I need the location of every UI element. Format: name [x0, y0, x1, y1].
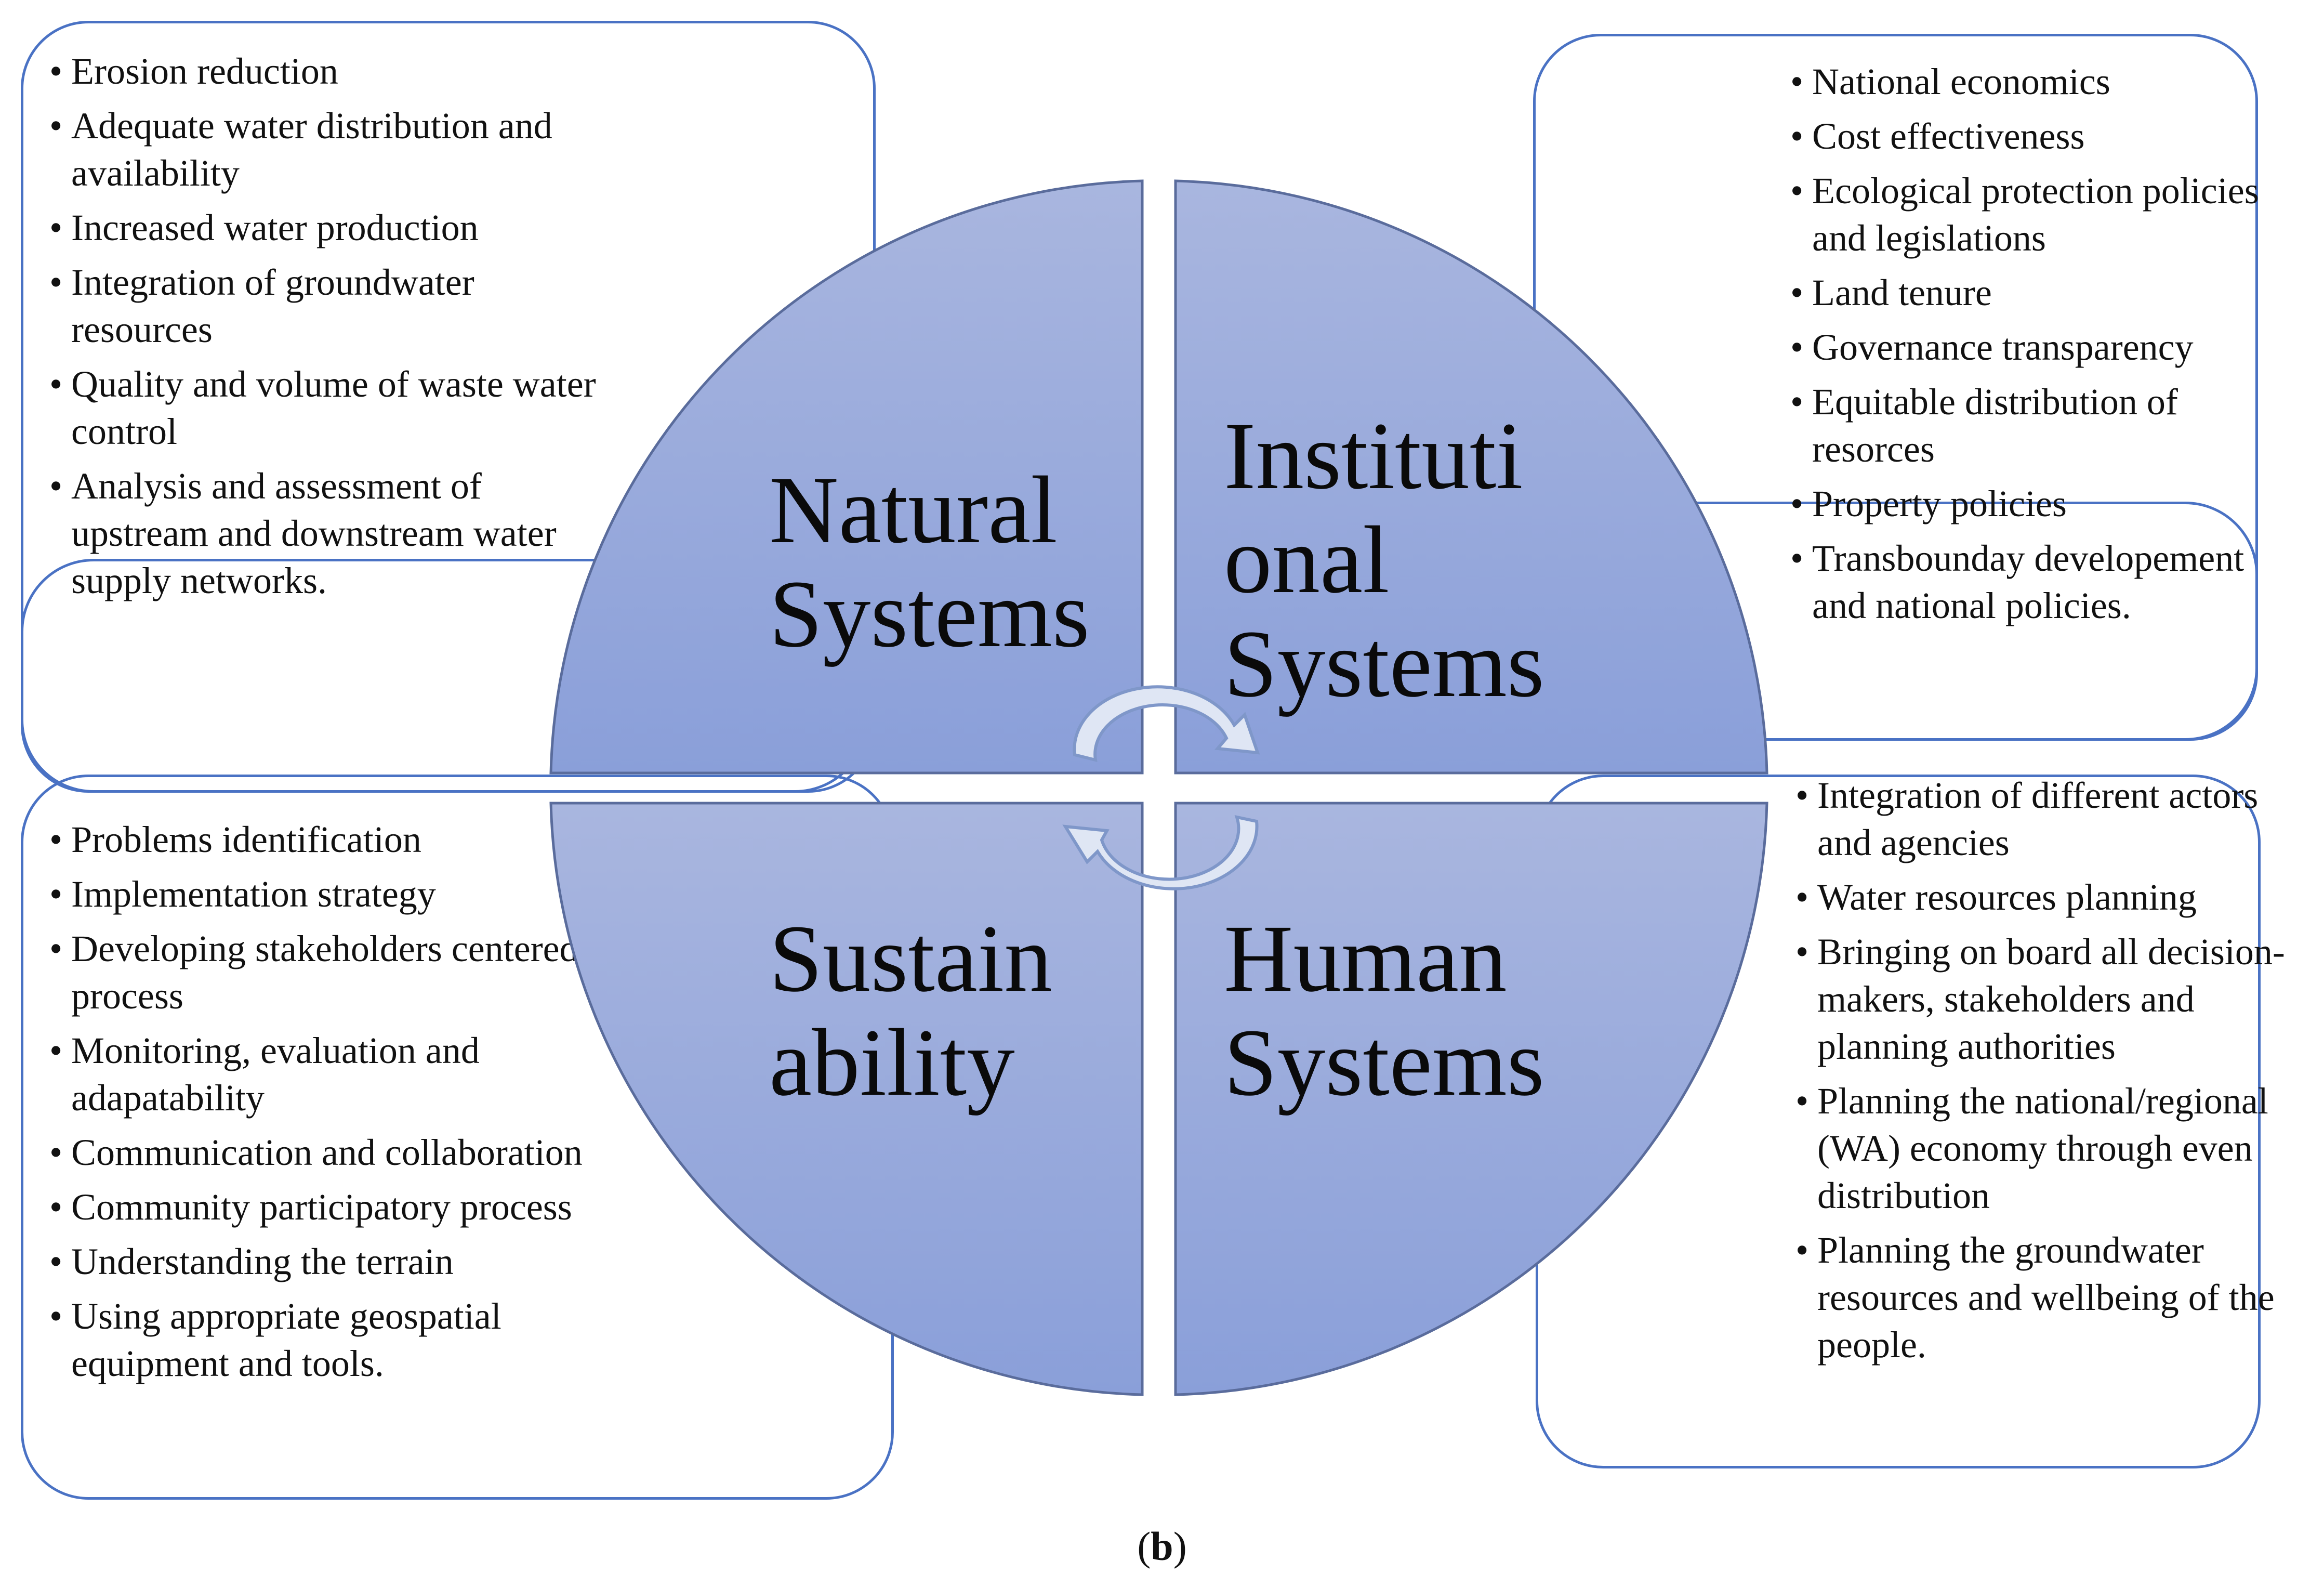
list-item: Increased water production	[49, 204, 598, 252]
list-item: Land tenure	[1790, 269, 2268, 317]
list-item: Governance transparency	[1790, 324, 2268, 371]
list-item: Quality and volume of waste water contro…	[49, 361, 598, 455]
list-item: Planning the national/regional (WA) econ…	[1795, 1078, 2294, 1219]
list-item: Problems identification	[49, 816, 595, 863]
institutional-systems-quadrant	[1174, 179, 1768, 775]
list-item: Ecological protection policies and legis…	[1790, 167, 2268, 262]
list-item: Community participatory process	[49, 1184, 595, 1231]
list-item: Water resources planning	[1795, 874, 2294, 921]
natural-systems-list: Erosion reduction Adequate water distrib…	[49, 48, 598, 612]
human-systems-list: Integration of different actors and agen…	[1795, 772, 2294, 1376]
institutional-systems-label: Instituti onal Systems	[1224, 403, 1544, 717]
figure-caption-letter: b	[1151, 1524, 1173, 1569]
cycle-arrow-bottom-icon	[1062, 815, 1259, 890]
natural-systems-label: Natural Systems	[769, 457, 1090, 667]
list-item: Understanding the terrain	[49, 1238, 595, 1286]
sustainability-quadrant	[549, 802, 1144, 1396]
human-systems-quadrant	[1174, 802, 1768, 1396]
list-item: Cost effectiveness	[1790, 113, 2268, 160]
list-item: Planning the groundwater resources and w…	[1795, 1227, 2294, 1369]
list-item: Communication and collaboration	[49, 1129, 595, 1176]
human-systems-label: Human Systems	[1224, 906, 1544, 1116]
list-item: Transbounday developement and national p…	[1790, 535, 2268, 629]
list-item: Analysis and assessment of upstream and …	[49, 463, 598, 605]
list-item: Erosion reduction	[49, 48, 598, 95]
list-item: Developing stakeholders centered process	[49, 925, 595, 1020]
list-item: Bringing on board all decision-makers, s…	[1795, 928, 2294, 1070]
natural-systems-quadrant	[549, 179, 1144, 775]
list-item: National economics	[1790, 58, 2268, 106]
sustainability-label: Sustain ability	[769, 906, 1052, 1116]
cycle-arrow-top-icon	[1073, 685, 1260, 763]
list-item: Integration of groundwater resources	[49, 259, 598, 353]
list-item: Monitoring, evaluation and adapatability	[49, 1027, 595, 1122]
institutional-systems-list: National economics Cost effectiveness Ec…	[1790, 58, 2268, 637]
list-item: Equitable distribution of resorces	[1790, 378, 2268, 473]
list-item: Property policies	[1790, 480, 2268, 528]
list-item: Adequate water distribution and availabi…	[49, 102, 598, 197]
list-item: Integration of different actors and agen…	[1795, 772, 2294, 867]
list-item: Implementation strategy	[49, 871, 595, 918]
sustainability-list: Problems identification Implementation s…	[49, 816, 595, 1395]
list-item: Using appropriate geospatial equipment a…	[49, 1293, 595, 1387]
figure-caption: (b)	[1137, 1524, 1187, 1569]
